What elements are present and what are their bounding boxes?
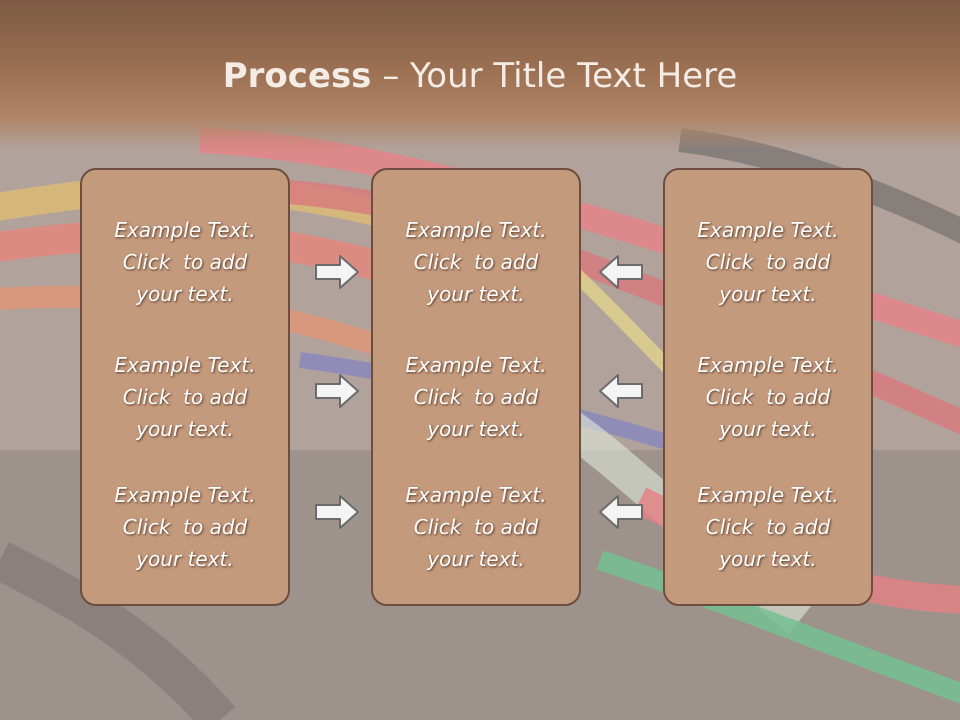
- text-block[interactable]: Example Text. Click to add your text.: [82, 479, 288, 575]
- title-rest: – Your Title Text Here: [371, 56, 738, 96]
- text-block[interactable]: Example Text. Click to add your text.: [665, 479, 871, 575]
- slide-title[interactable]: Process – Your Title Text Here: [0, 54, 960, 98]
- text-line: Click to add: [122, 385, 248, 409]
- text-line: your text.: [136, 417, 234, 441]
- process-box-center[interactable]: Example Text. Click to add your text. Exam…: [371, 168, 581, 606]
- left-arrow-icon[interactable]: [596, 492, 644, 532]
- text-line: Example Text.: [405, 353, 547, 377]
- text-line: Example Text.: [405, 483, 547, 507]
- text-line: Example Text.: [697, 218, 839, 242]
- text-line: your text.: [427, 282, 525, 306]
- title-bar: Process – Your Title Text Here: [0, 0, 960, 150]
- text-line: your text.: [427, 547, 525, 571]
- text-block[interactable]: Example Text. Click to add your text.: [373, 479, 579, 575]
- text-block[interactable]: Example Text. Click to add your text.: [373, 349, 579, 445]
- text-block[interactable]: Example Text. Click to add your text.: [82, 349, 288, 445]
- right-arrow-icon[interactable]: [314, 371, 362, 411]
- right-arrow-icon[interactable]: [314, 252, 362, 292]
- text-line: your text.: [719, 417, 817, 441]
- text-line: Click to add: [413, 385, 539, 409]
- text-line: Example Text.: [114, 218, 256, 242]
- text-line: Click to add: [413, 515, 539, 539]
- text-line: your text.: [719, 547, 817, 571]
- text-line: your text.: [427, 417, 525, 441]
- left-arrow-icon[interactable]: [596, 371, 644, 411]
- title-bold: Process: [222, 56, 372, 96]
- text-block[interactable]: Example Text. Click to add your text.: [665, 349, 871, 445]
- text-line: your text.: [719, 282, 817, 306]
- text-line: Example Text.: [697, 353, 839, 377]
- text-line: Click to add: [705, 250, 831, 274]
- text-block[interactable]: Example Text. Click to add your text.: [665, 214, 871, 310]
- text-block[interactable]: Example Text. Click to add your text.: [82, 214, 288, 310]
- text-line: Click to add: [705, 385, 831, 409]
- process-box-right[interactable]: Example Text. Click to add your text. Exam…: [663, 168, 873, 606]
- text-line: Example Text.: [405, 218, 547, 242]
- text-line: your text.: [136, 282, 234, 306]
- text-block[interactable]: Example Text. Click to add your text.: [373, 214, 579, 310]
- text-line: Click to add: [705, 515, 831, 539]
- text-line: Example Text.: [697, 483, 839, 507]
- text-line: your text.: [136, 547, 234, 571]
- text-line: Example Text.: [114, 483, 256, 507]
- right-arrow-icon[interactable]: [314, 492, 362, 532]
- left-arrow-icon[interactable]: [596, 252, 644, 292]
- text-line: Example Text.: [114, 353, 256, 377]
- text-line: Click to add: [413, 250, 539, 274]
- text-line: Click to add: [122, 250, 248, 274]
- process-box-left[interactable]: Example Text. Click to add your text. Exam…: [80, 168, 290, 606]
- text-line: Click to add: [122, 515, 248, 539]
